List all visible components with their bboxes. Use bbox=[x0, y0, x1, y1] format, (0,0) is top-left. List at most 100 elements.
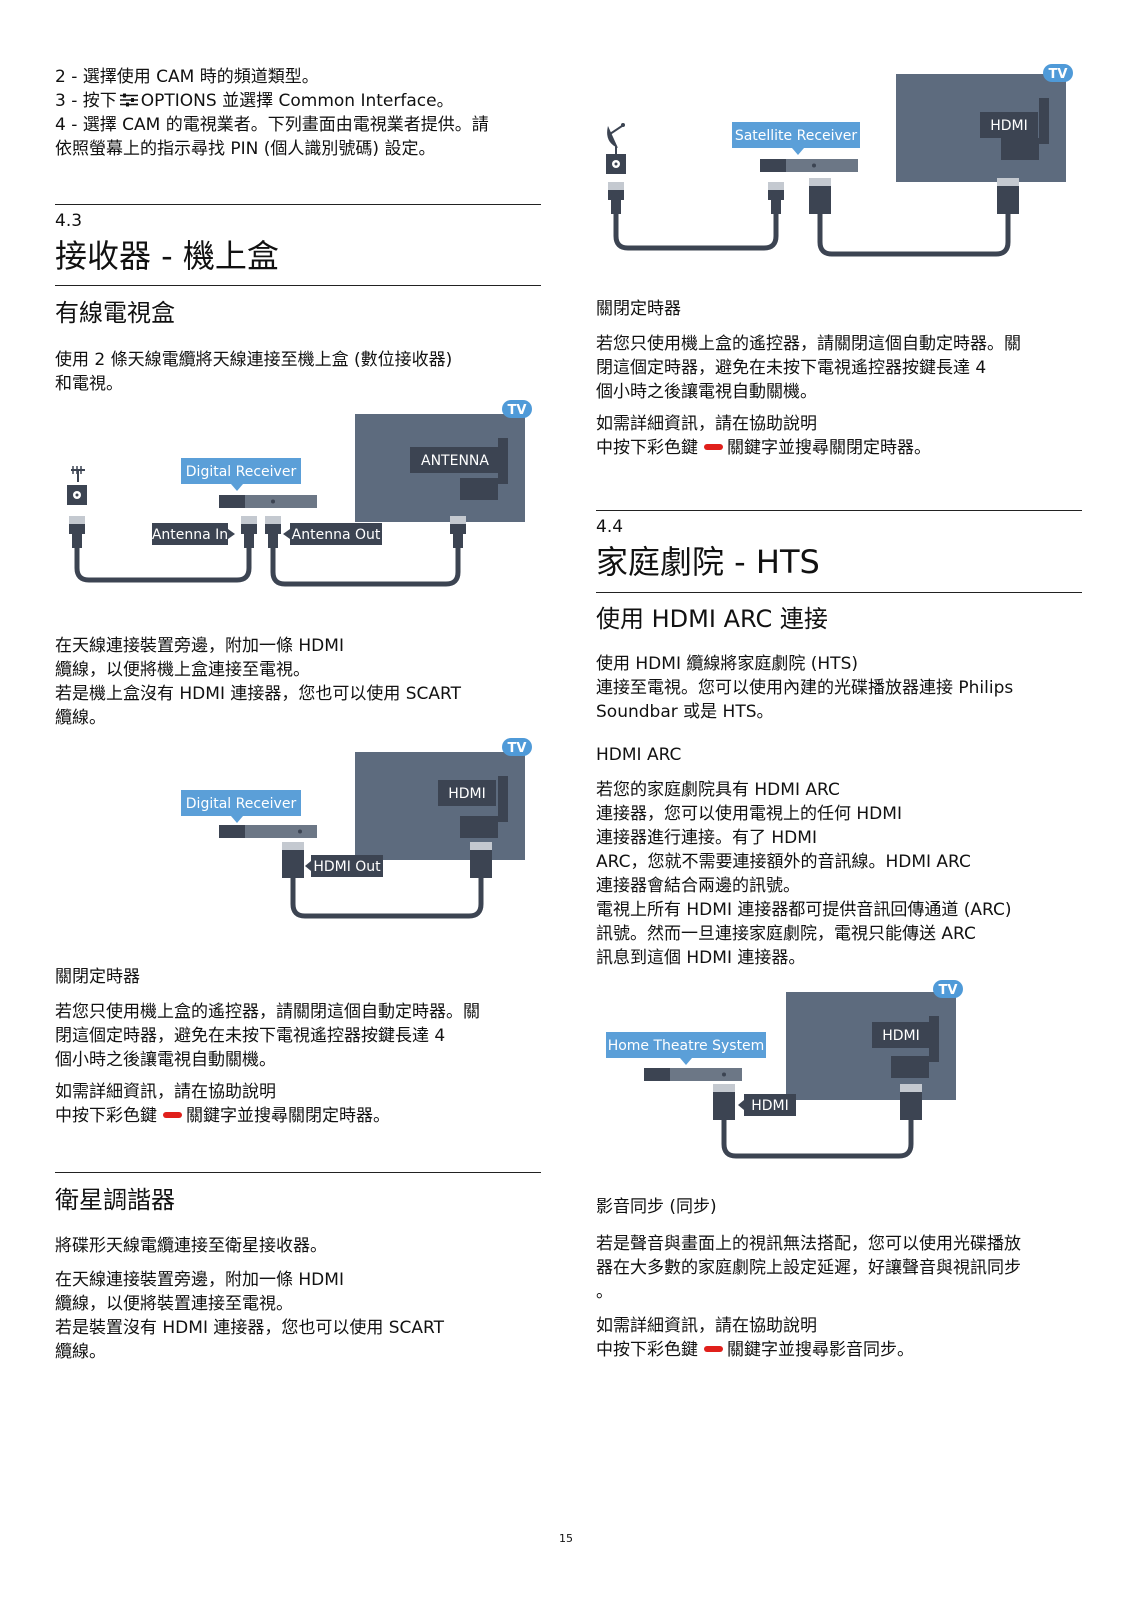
section-number: 4.4 bbox=[596, 517, 624, 537]
hdmi-out-label: HDMI Out bbox=[313, 859, 381, 875]
satellite-dish-icon bbox=[606, 123, 626, 174]
hdmi-out-label-bg bbox=[311, 855, 383, 877]
text-line: 。 bbox=[596, 1282, 613, 1302]
text-line: ARC，您就不需要連接額外的音訊線。HDMI ARC bbox=[596, 852, 971, 872]
section-title: 家庭劇院 - HTS bbox=[596, 543, 820, 581]
red-key-icon bbox=[704, 444, 723, 450]
text-line: 若您只使用機上盒的遙控器，請關閉這個自動定時器。關 bbox=[596, 334, 1021, 354]
coax-plug bbox=[450, 516, 466, 548]
device-label-bg bbox=[732, 122, 860, 148]
hdmi-cable-label: HDMI bbox=[751, 1098, 789, 1114]
device-label: Satellite Receiver bbox=[735, 128, 858, 144]
help-line: 如需詳細資訊，請在協助說明 bbox=[596, 1316, 817, 1336]
text-line: 訊息到這個 HDMI 連接器。 bbox=[596, 948, 806, 968]
help-line: 中按下彩色鍵關鍵字並搜尋關閉定時器。 bbox=[596, 438, 931, 458]
section-title-rule bbox=[55, 285, 541, 286]
cam-step-4-line1: 4 - 選擇 CAM 的電視業者。下列畫面由電視業者提供。請 bbox=[55, 115, 489, 135]
text-line: 將碟形天線電纜連接至衛星接收器。 bbox=[55, 1236, 327, 1256]
tv-label: TV bbox=[508, 741, 527, 756]
text-line: 訊號。然而一旦連接家庭劇院，電視只能傳送 ARC bbox=[596, 924, 976, 944]
sleep-timer-text: 若您只使用機上盒的遙控器，請關閉這個自動定時器。關 閉這個定時器，避免在未按下電… bbox=[55, 1000, 541, 1072]
text-line: 個小時之後讓電視自動關機。 bbox=[596, 382, 817, 402]
hdmi-port-label: HDMI bbox=[990, 118, 1028, 134]
coax-plug bbox=[241, 516, 257, 548]
antenna-connection-diagram: TV ANTENNA Digital Receiver bbox=[55, 400, 545, 600]
text-line: 電視上所有 HDMI 連接器都可提供音訊回傳通道 (ARC) bbox=[596, 900, 1012, 920]
antenna-cable bbox=[270, 548, 461, 587]
tv-label: TV bbox=[1049, 67, 1068, 82]
tv-badge bbox=[502, 738, 532, 756]
device-label: Digital Receiver bbox=[186, 796, 297, 812]
text-line: 若您只使用機上盒的遙控器，請關閉這個自動定時器。關 bbox=[55, 1002, 480, 1022]
tv-badge bbox=[502, 400, 532, 418]
text-line: 若是裝置沒有 HDMI 連接器，您也可以使用 SCART bbox=[55, 1318, 445, 1338]
coax-plug bbox=[768, 182, 784, 214]
satellite-hdmi-text: 在天線連接裝置旁邊，附加一條 HDMI 纜線，以便將裝置連接至電視。 若是裝置沒… bbox=[55, 1268, 541, 1364]
hdmi-arc-subheading: HDMI ARC bbox=[596, 745, 682, 765]
tv-badge bbox=[933, 980, 963, 998]
section-title-rule bbox=[596, 592, 1082, 593]
text-line: 連接器，您可以使用電視上的任何 HDMI bbox=[596, 804, 902, 824]
text-line: 若是機上盒沒有 HDMI 連接器，您也可以使用 SCART bbox=[55, 684, 462, 704]
antenna-port-label: ANTENNA bbox=[421, 453, 489, 469]
text-line: Soundbar 或是 HTS。 bbox=[596, 702, 774, 722]
cam-step-2: 2 - 選擇使用 CAM 時的頻道類型。 bbox=[55, 67, 319, 87]
satellite-intro: 將碟形天線電纜連接至衛星接收器。 bbox=[55, 1234, 541, 1258]
device-label-bg bbox=[181, 790, 301, 816]
help-line: 如需詳細資訊，請在協助說明 bbox=[55, 1082, 276, 1102]
antenna-in-label: Antenna In bbox=[152, 527, 228, 543]
hdmi-cable bbox=[721, 1120, 914, 1159]
section-divider bbox=[55, 1172, 541, 1173]
cable-box-intro: 使用 2 條天線電纜將天線連接至機上盒 (數位接收器) 和電視。 bbox=[55, 348, 541, 396]
hdmi-connection-diagram: TV HDMI Digital Receiver HDMI Out bbox=[55, 738, 545, 938]
hdmi-port-label: HDMI bbox=[882, 1028, 920, 1044]
hdmi-port-label-bg bbox=[980, 112, 1038, 138]
hdmi-plug bbox=[713, 1084, 735, 1120]
antenna-out-label-bg bbox=[290, 523, 382, 545]
text-line: 若您的家庭劇院具有 HDMI ARC bbox=[596, 780, 840, 800]
options-icon bbox=[119, 93, 138, 107]
antenna-icon bbox=[67, 466, 87, 505]
sleep-timer-help: 如需詳細資訊，請在協助說明 中按下彩色鍵關鍵字並搜尋關閉定時器。 bbox=[55, 1080, 541, 1128]
av-sync-heading: 影音同步 (同步) bbox=[596, 1197, 717, 1217]
hdmi-cable-label-bg bbox=[744, 1094, 796, 1116]
coax-plug bbox=[265, 516, 281, 548]
satellite-connection-diagram: TV HDMI Satellite Receiver bbox=[596, 64, 1086, 274]
hdmi-arc-heading: 使用 HDMI ARC 連接 bbox=[596, 605, 828, 633]
section-title: 接收器 - 機上盒 bbox=[55, 237, 279, 275]
section-divider bbox=[596, 510, 1082, 511]
hdmi-plug bbox=[997, 178, 1019, 214]
antenna-cable bbox=[74, 548, 252, 583]
section-divider bbox=[55, 204, 541, 205]
satellite-heading: 衛星調諧器 bbox=[55, 1186, 175, 1214]
hdmi-arc-text: 若您的家庭劇院具有 HDMI ARC 連接器，您可以使用電視上的任何 HDMI … bbox=[596, 778, 1082, 970]
text-line: 纜線，以便將裝置連接至電視。 bbox=[55, 1294, 293, 1314]
text-line: 連接至電視。您可以使用內建的光碟播放器連接 Philips bbox=[596, 678, 1014, 698]
help-line: 如需詳細資訊，請在協助說明 bbox=[596, 414, 817, 434]
text-line: 纜線。 bbox=[55, 708, 106, 728]
page-number: 15 bbox=[559, 1532, 573, 1545]
help-line: 中按下彩色鍵關鍵字並搜尋影音同步。 bbox=[596, 1340, 914, 1360]
section-number: 4.3 bbox=[55, 211, 83, 231]
hdmi-plug bbox=[900, 1084, 922, 1120]
coax-plug bbox=[608, 182, 624, 214]
text-line: 在天線連接裝置旁邊，附加一條 HDMI bbox=[55, 1270, 344, 1290]
text-line: 使用 HDMI 纜線將家庭劇院 (HTS) bbox=[596, 654, 858, 674]
text-line: 閉這個定時器，避免在未按下電視遙控器按鍵長達 4 bbox=[55, 1026, 446, 1046]
av-sync-text: 若是聲音與畫面上的視訊無法搭配，您可以使用光碟播放 器在大多數的家庭劇院上設定延… bbox=[596, 1232, 1082, 1304]
device-label: Digital Receiver bbox=[186, 464, 297, 480]
tv-badge bbox=[1043, 64, 1073, 82]
red-key-icon bbox=[704, 1346, 723, 1352]
sleep-timer-heading: 關閉定時器 bbox=[596, 299, 681, 319]
help-line: 中按下彩色鍵關鍵字並搜尋關閉定時器。 bbox=[55, 1106, 390, 1126]
hdmi-cable bbox=[817, 214, 1011, 257]
satellite-cable bbox=[613, 214, 779, 251]
hdmi-arc-intro: 使用 HDMI 纜線將家庭劇院 (HTS) 連接至電視。您可以使用內建的光碟播放… bbox=[596, 652, 1082, 724]
av-sync-help: 如需詳細資訊，請在協助說明 中按下彩色鍵關鍵字並搜尋影音同步。 bbox=[596, 1314, 1082, 1362]
cam-step-4-line2: 依照螢幕上的指示尋找 PIN (個人識別號碼) 設定。 bbox=[55, 139, 436, 159]
hdmi-plug bbox=[470, 842, 492, 878]
device-label-bg bbox=[606, 1032, 766, 1058]
text-line: 和電視。 bbox=[55, 374, 123, 394]
